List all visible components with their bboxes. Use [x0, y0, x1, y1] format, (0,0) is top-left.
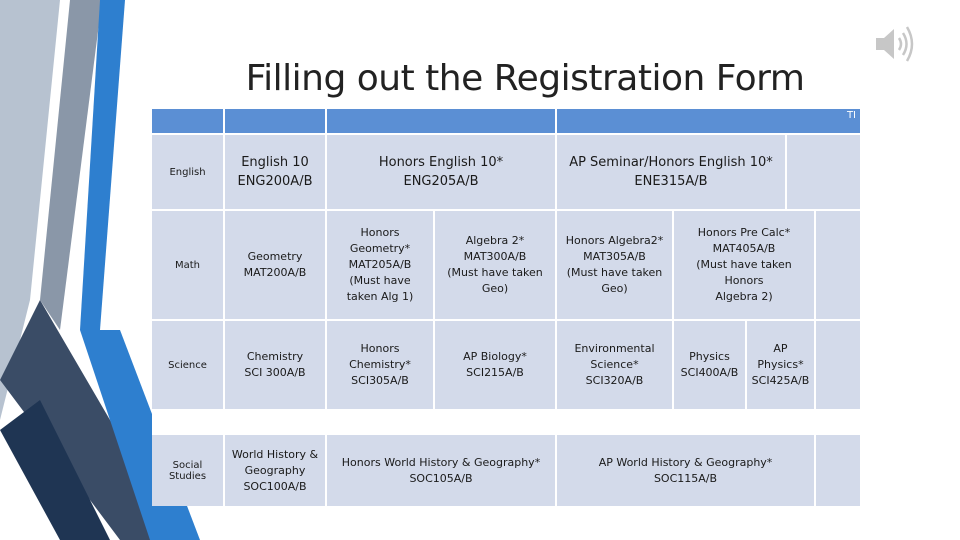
course-name: Honors Pre Calc* — [697, 226, 791, 239]
course-name: AP World History & Geography* — [598, 455, 773, 469]
header-note: TI — [846, 110, 856, 121]
course-prereq: Geo) — [601, 282, 628, 295]
course-code: SCI425A/B — [751, 374, 810, 387]
course-code: SCI 300A/B — [244, 366, 306, 379]
subject-english: English — [152, 135, 223, 209]
course-code: SCI320A/B — [585, 374, 644, 387]
course-cell: Honors Chemistry* SCI305A/B — [327, 321, 433, 409]
subject-math: Math — [152, 211, 223, 319]
course-cell: Honors Pre Calc* MAT405A/B (Must have ta… — [674, 211, 814, 319]
course-cell: AP Seminar/Honors English 10* ENE315A/B — [557, 135, 785, 209]
course-prereq: Algebra 2) — [715, 290, 773, 303]
course-name: English 10 — [241, 155, 309, 170]
course-prereq: (Must have — [349, 274, 411, 287]
course-name: Honors Algebra2* — [565, 234, 664, 247]
course-cell: Environmental Science* SCI320A/B — [557, 321, 672, 409]
course-name: AP Biology* — [463, 350, 527, 363]
course-code: SCI305A/B — [351, 374, 409, 387]
course-name: AP Seminar/Honors English 10* — [569, 155, 773, 170]
course-name: Honors Chemistry* — [349, 342, 411, 371]
header-cell — [327, 109, 555, 133]
course-cell: Geometry MAT200A/B — [225, 211, 325, 319]
course-cell: AP Physics* SCI425A/B — [747, 321, 814, 409]
course-cell: English 10 ENG200A/B — [225, 135, 325, 209]
course-name: Geography — [244, 463, 306, 477]
course-cell: Physics SCI400A/B — [674, 321, 745, 409]
header-cell — [225, 109, 325, 133]
course-code: MAT300A/B — [463, 250, 527, 263]
empty-cell — [816, 211, 860, 319]
course-name: AP Physics* — [757, 342, 804, 371]
registration-table: TI English English 10 ENG200A/B Honors E… — [152, 109, 860, 506]
subject-science: Science — [152, 321, 223, 409]
course-prereq: taken Alg 1) — [346, 290, 414, 303]
subject-social-studies: Social Studies — [152, 435, 223, 506]
empty-cell — [816, 435, 860, 506]
course-name: Chemistry — [246, 350, 304, 363]
speaker-audio-icon[interactable] — [872, 22, 920, 66]
subject-label: Social — [172, 459, 203, 471]
course-name: Science* — [590, 358, 639, 371]
course-name: Environmental — [574, 342, 655, 355]
course-name: Honors World History & Geography* — [341, 455, 541, 469]
empty-cell — [816, 321, 860, 409]
course-code: SCI215A/B — [466, 366, 524, 379]
course-name: Physics — [689, 350, 730, 363]
course-code: MAT405A/B — [712, 242, 776, 255]
course-cell: Honors English 10* ENG205A/B — [327, 135, 555, 209]
course-name: World History & — [231, 447, 319, 461]
empty-cell — [787, 135, 860, 209]
header-cell — [152, 109, 223, 133]
course-cell: AP World History & Geography* SOC115A/B — [557, 435, 814, 506]
course-name: Honors Geometry* — [349, 226, 411, 255]
course-cell: World History & Geography SOC100A/B — [225, 435, 325, 506]
subject-label: Studies — [168, 470, 207, 482]
course-code: MAT200A/B — [243, 266, 307, 279]
course-prereq: (Must have taken Geo) — [447, 266, 543, 295]
course-cell: Honors Algebra2* MAT305A/B (Must have ta… — [557, 211, 672, 319]
course-code: SOC105A/B — [409, 471, 473, 485]
course-code: MAT305A/B — [583, 250, 646, 263]
course-prereq: (Must have taken — [566, 266, 663, 279]
course-prereq: (Must have taken Honors — [696, 258, 792, 287]
header-cell: TI — [557, 109, 860, 133]
course-cell: Chemistry SCI 300A/B — [225, 321, 325, 409]
course-code: SCI400A/B — [680, 366, 739, 379]
course-name: Algebra 2* — [465, 234, 525, 247]
course-code: SOC115A/B — [653, 471, 718, 485]
course-code: MAT205A/B — [348, 258, 412, 271]
course-name: Geometry — [247, 250, 303, 263]
course-code: SOC100A/B — [243, 479, 307, 493]
slide-title: Filling out the Registration Form — [245, 58, 805, 99]
course-code: ENG200A/B — [237, 174, 313, 189]
course-cell: Honors Geometry* MAT205A/B (Must have ta… — [327, 211, 433, 319]
course-code: ENG205A/B — [403, 174, 479, 189]
course-cell: Honors World History & Geography* SOC105… — [327, 435, 555, 506]
course-name: Honors English 10* — [378, 155, 504, 170]
course-cell: Algebra 2* MAT300A/B (Must have taken Ge… — [435, 211, 555, 319]
course-cell: AP Biology* SCI215A/B — [435, 321, 555, 409]
course-code: ENE315A/B — [634, 174, 708, 189]
